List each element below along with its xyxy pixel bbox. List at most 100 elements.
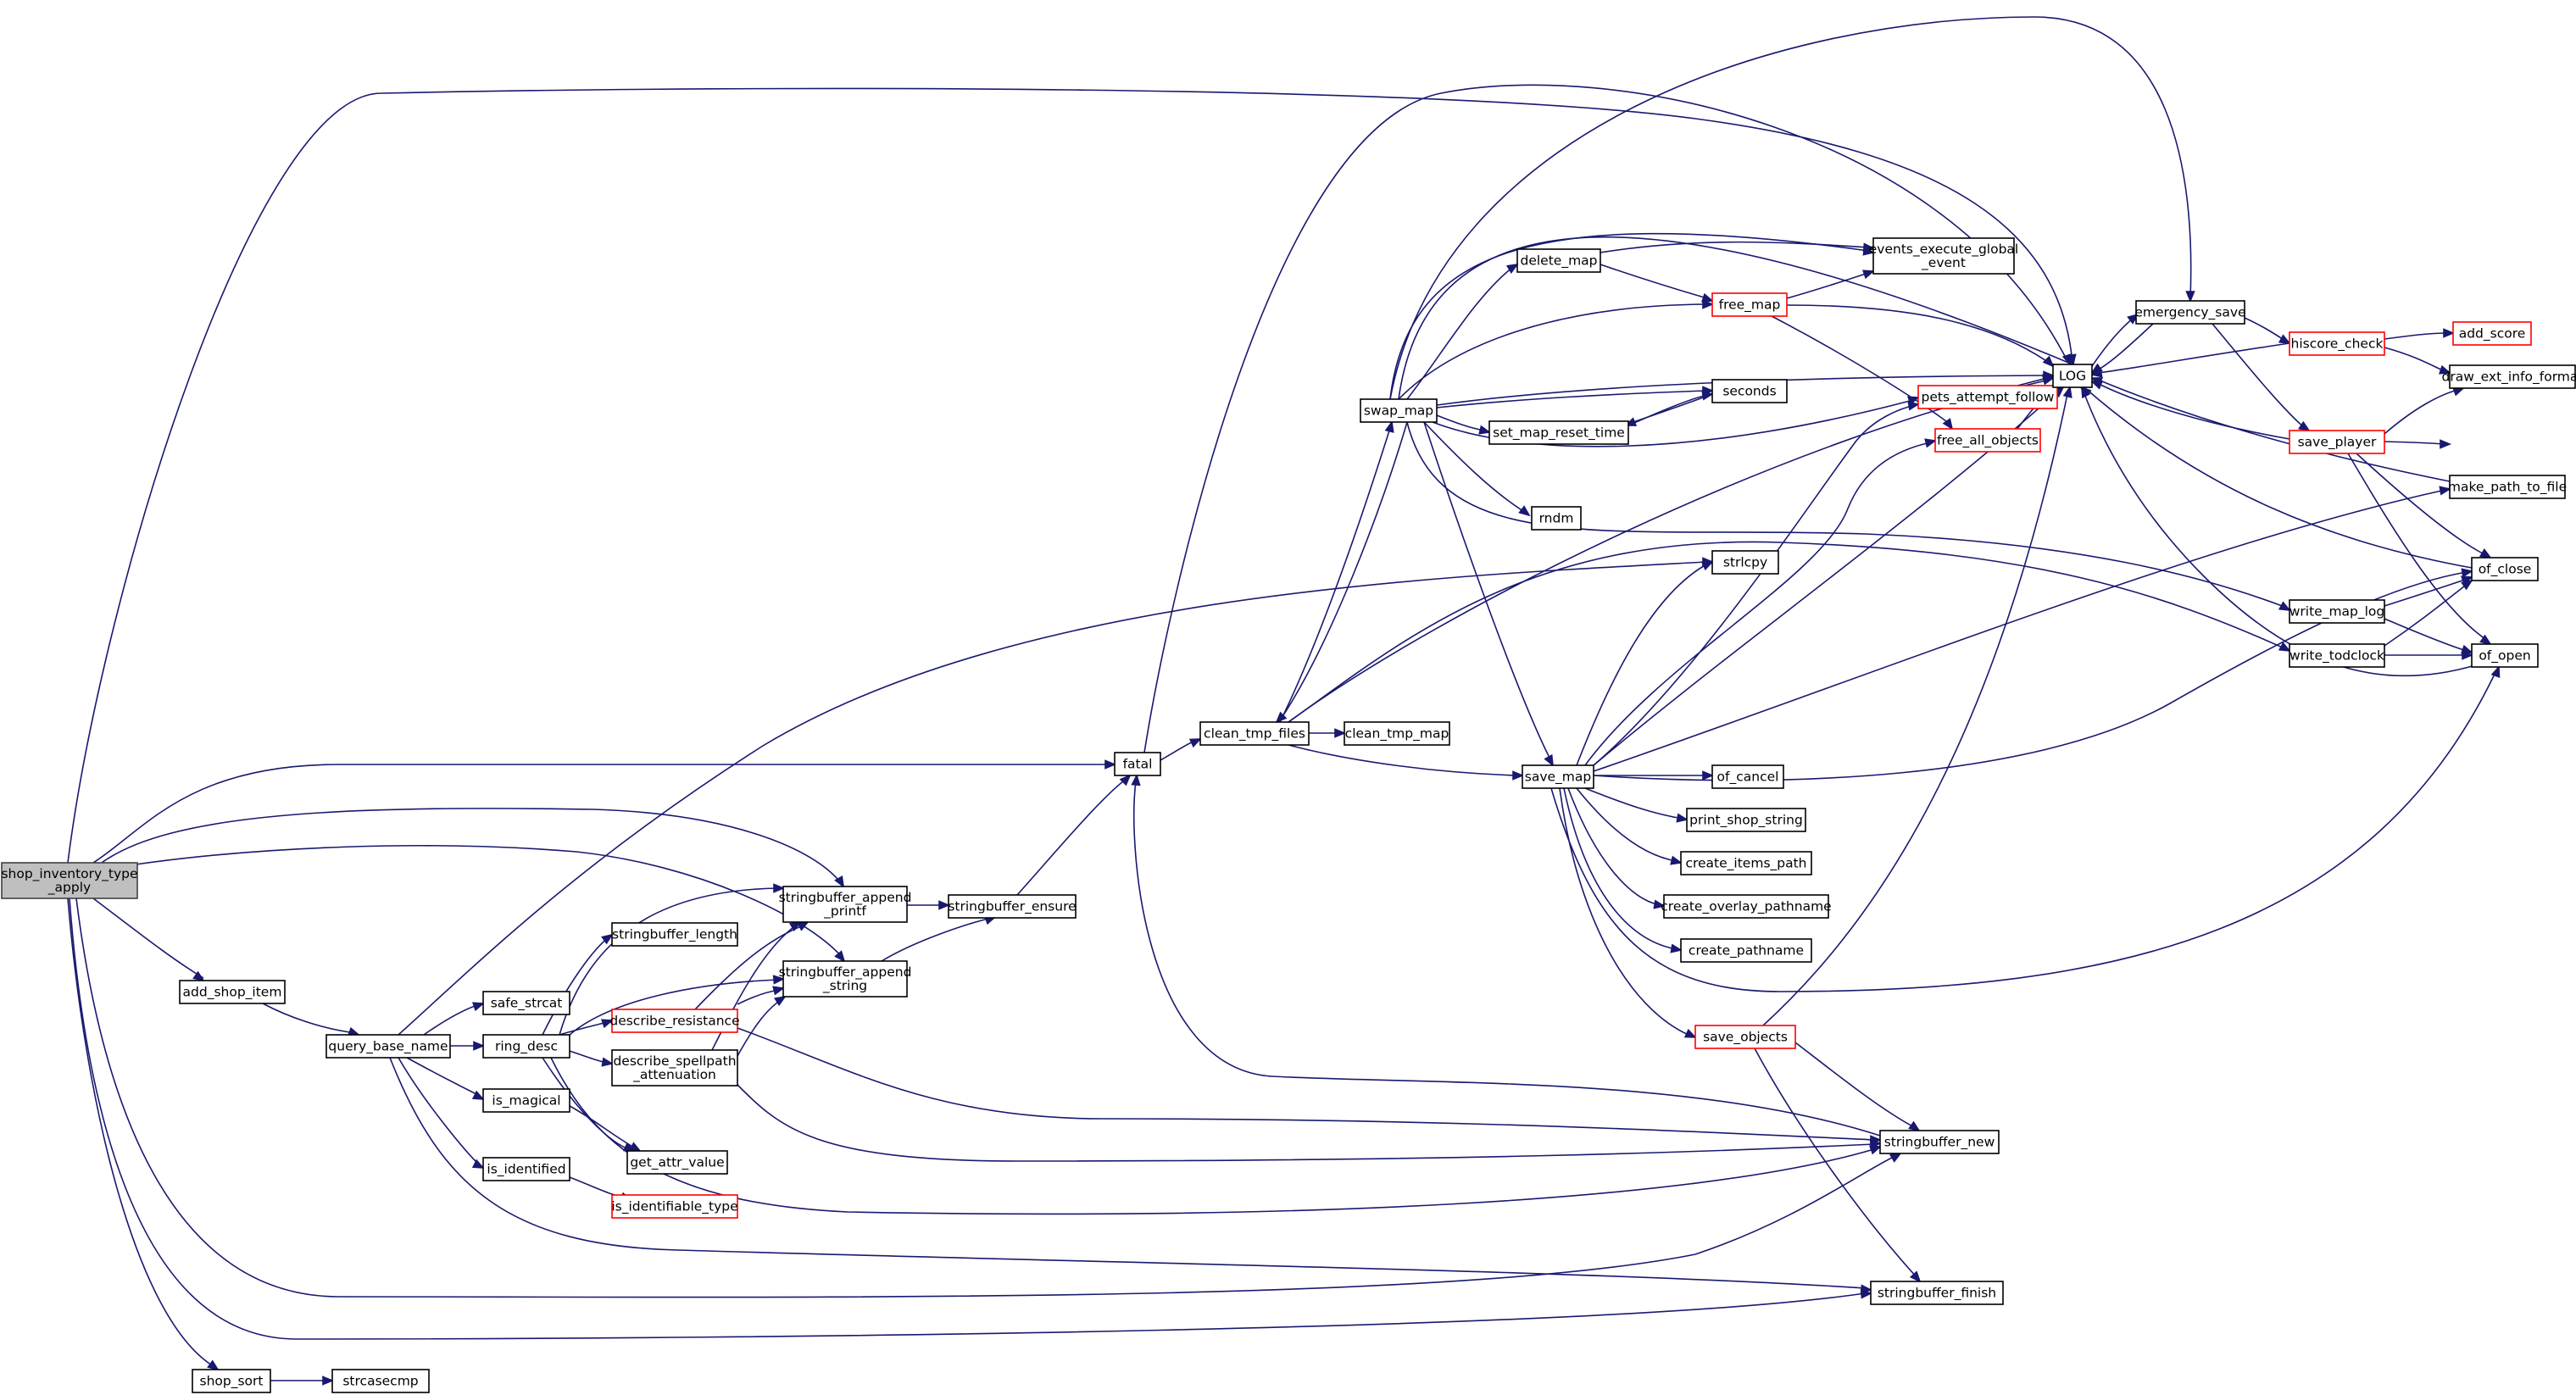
node-add-shop-item[interactable]: add_shop_item bbox=[179, 980, 286, 1004]
edge-sb_ensure-to-fatal bbox=[1016, 774, 1132, 896]
node-events-exec[interactable]: events_execute_global_event bbox=[1869, 237, 2018, 275]
edge-arrowhead bbox=[2090, 377, 2104, 386]
node-make-path-to-file[interactable]: make_path_to_file bbox=[2448, 475, 2567, 499]
node-delete-map[interactable]: delete_map bbox=[1516, 248, 1601, 273]
node-stringbuffer-new[interactable]: stringbuffer_new bbox=[1879, 1130, 2000, 1154]
edge-line bbox=[2096, 323, 2154, 371]
edge-arrowhead bbox=[1478, 425, 1492, 435]
edge-arrowhead bbox=[472, 1002, 486, 1012]
node-rndm[interactable]: rndm bbox=[1531, 506, 1582, 531]
edge-arrowhead bbox=[834, 875, 845, 888]
node-save-map[interactable]: save_map bbox=[1522, 764, 1594, 789]
edge-line bbox=[1567, 787, 1661, 906]
node-save-objects[interactable]: save_objects bbox=[1694, 1025, 1796, 1049]
node-query-base-name[interactable]: query_base_name bbox=[325, 1034, 451, 1059]
node-save-player[interactable]: save_player bbox=[2289, 430, 2385, 454]
edge-arrowhead bbox=[2185, 291, 2195, 303]
node-describe-resistance[interactable]: describe_resistance bbox=[609, 1009, 740, 1033]
edge-arrowhead bbox=[1702, 770, 1715, 781]
node-root[interactable]: shop_inventory_type_apply bbox=[1, 862, 138, 899]
node-sb-append-printf[interactable]: stringbuffer_append_printf bbox=[779, 886, 912, 923]
edge-line bbox=[2096, 382, 2290, 440]
node-box bbox=[1711, 764, 1784, 789]
node-hiscore-check[interactable]: hiscore_check bbox=[2289, 331, 2385, 356]
edge-save_map-to-strlcpy bbox=[1576, 561, 1714, 766]
edge-line bbox=[2356, 453, 2489, 557]
node-label: stringbuffer_ensure bbox=[948, 899, 1076, 915]
node-get-attr-value[interactable]: get_attr_value bbox=[626, 1150, 728, 1175]
edge-line bbox=[389, 1057, 1866, 1289]
node-describe-spellpath[interactable]: describe_spellpath_attenuation bbox=[611, 1049, 738, 1087]
node-sb-ensure[interactable]: stringbuffer_ensure bbox=[948, 894, 1077, 919]
node-box bbox=[1694, 1025, 1796, 1049]
node-label: save_objects bbox=[1703, 1030, 1788, 1046]
node-print-shop-string[interactable]: print_shop_string bbox=[1686, 808, 1806, 832]
node-label: query_base_name bbox=[328, 1039, 448, 1055]
edge-arrowhead bbox=[1701, 391, 1715, 401]
node-label: create_pathname bbox=[1689, 943, 1804, 959]
node-shop-sort[interactable]: shop_sort bbox=[192, 1369, 271, 1393]
edge-query_base_name-to-strlcpy bbox=[398, 557, 1715, 1036]
node-box bbox=[482, 1034, 570, 1059]
edge-delete_map-to-events_exec bbox=[1600, 241, 1876, 253]
node-is-identifiable-type[interactable]: is_identifiable_type bbox=[611, 1194, 738, 1219]
node-emergency-save[interactable]: emergency_save bbox=[2134, 300, 2246, 325]
node-box bbox=[1680, 938, 1812, 963]
node-clean-tmp-map[interactable]: clean_tmp_map bbox=[1344, 721, 1450, 746]
edge-line bbox=[542, 936, 609, 1036]
node-free-all-objects[interactable]: free_all_objects bbox=[1934, 428, 2041, 453]
node-label: rndm bbox=[1539, 511, 1574, 526]
edge-arrowhead bbox=[1701, 292, 1715, 303]
node-stringbuffer-finish[interactable]: stringbuffer_finish bbox=[1870, 1281, 2004, 1305]
node-LOG[interactable]: LOG bbox=[2052, 364, 2093, 388]
node-of-open[interactable]: of_open bbox=[2471, 643, 2539, 668]
node-is-magical[interactable]: is_magical bbox=[482, 1088, 570, 1113]
node-safe-strcat[interactable]: safe_strcat bbox=[482, 991, 570, 1015]
node-ring-desc[interactable]: ring_desc bbox=[482, 1034, 570, 1059]
node-box bbox=[331, 1369, 430, 1393]
node-label: create_overlay_pathname bbox=[1661, 899, 1831, 915]
edge-arrowhead bbox=[1860, 1284, 1873, 1294]
node-create-items-path[interactable]: create_items_path bbox=[1680, 851, 1812, 875]
edge-save_objects-to-stringbuffer_new bbox=[1794, 1042, 1921, 1132]
node-clean-tmp-files[interactable]: clean_tmp_files bbox=[1199, 721, 1310, 746]
node-write-todclock[interactable]: write_todclock bbox=[2289, 643, 2385, 668]
node-box bbox=[179, 980, 286, 1004]
node-label: of_open bbox=[2479, 648, 2530, 664]
edge-line bbox=[423, 1003, 481, 1036]
node-set-map-reset-time[interactable]: set_map_reset_time bbox=[1488, 420, 1629, 445]
edge-root-to-fatal bbox=[92, 759, 1117, 864]
node-pets-attempt-follow[interactable]: pets_attempt_follow bbox=[1917, 385, 2058, 409]
node-write-map-log[interactable]: write_map_log bbox=[2289, 599, 2385, 624]
node-sb-append-string[interactable]: stringbuffer_append_string bbox=[779, 960, 912, 998]
node-fatal[interactable]: fatal bbox=[1114, 752, 1161, 776]
edge-line bbox=[737, 1084, 1875, 1162]
node-label: make_path_to_file bbox=[2448, 480, 2567, 496]
node-strlcpy[interactable]: strlcpy bbox=[1711, 550, 1779, 575]
node-create-overlay-pathname[interactable]: create_overlay_pathname bbox=[1661, 894, 1832, 919]
edge-add_shop_item-to-query_base_name bbox=[262, 1003, 361, 1037]
node-seconds[interactable]: seconds bbox=[1711, 379, 1788, 403]
edge-arrowhead bbox=[1653, 899, 1666, 909]
node-free-map[interactable]: free_map bbox=[1711, 292, 1788, 317]
edge-LOG-to-emergency_save bbox=[2091, 313, 2139, 367]
node-create-pathname[interactable]: create_pathname bbox=[1680, 938, 1812, 963]
node-stringbuffer-length[interactable]: stringbuffer_length bbox=[611, 922, 738, 947]
node-of-cancel[interactable]: of_cancel bbox=[1711, 764, 1784, 789]
node-add-score[interactable]: add_score bbox=[2452, 321, 2532, 346]
edge-line bbox=[1436, 390, 1707, 408]
node-strcasecmp[interactable]: strcasecmp bbox=[331, 1369, 430, 1393]
node-label: _attenuation bbox=[632, 1067, 716, 1083]
edge-query_base_name-to-stringbuffer_finish bbox=[389, 1057, 1873, 1294]
node-draw-ext-info-format[interactable]: draw_ext_info_format bbox=[2442, 364, 2576, 389]
edge-line bbox=[559, 1021, 608, 1036]
node-swap-map[interactable]: swap_map bbox=[1360, 398, 1438, 423]
node-is-identified[interactable]: is_identified bbox=[482, 1157, 570, 1181]
node-of-close[interactable]: of_close bbox=[2471, 557, 2539, 581]
edge-line bbox=[67, 898, 217, 1369]
node-label: stringbuffer_append bbox=[779, 890, 912, 906]
node-label: stringbuffer_append bbox=[779, 964, 912, 981]
node-box bbox=[2289, 331, 2385, 356]
edge-arrowhead bbox=[773, 883, 786, 893]
node-label: stringbuffer_finish bbox=[1878, 1286, 1996, 1302]
